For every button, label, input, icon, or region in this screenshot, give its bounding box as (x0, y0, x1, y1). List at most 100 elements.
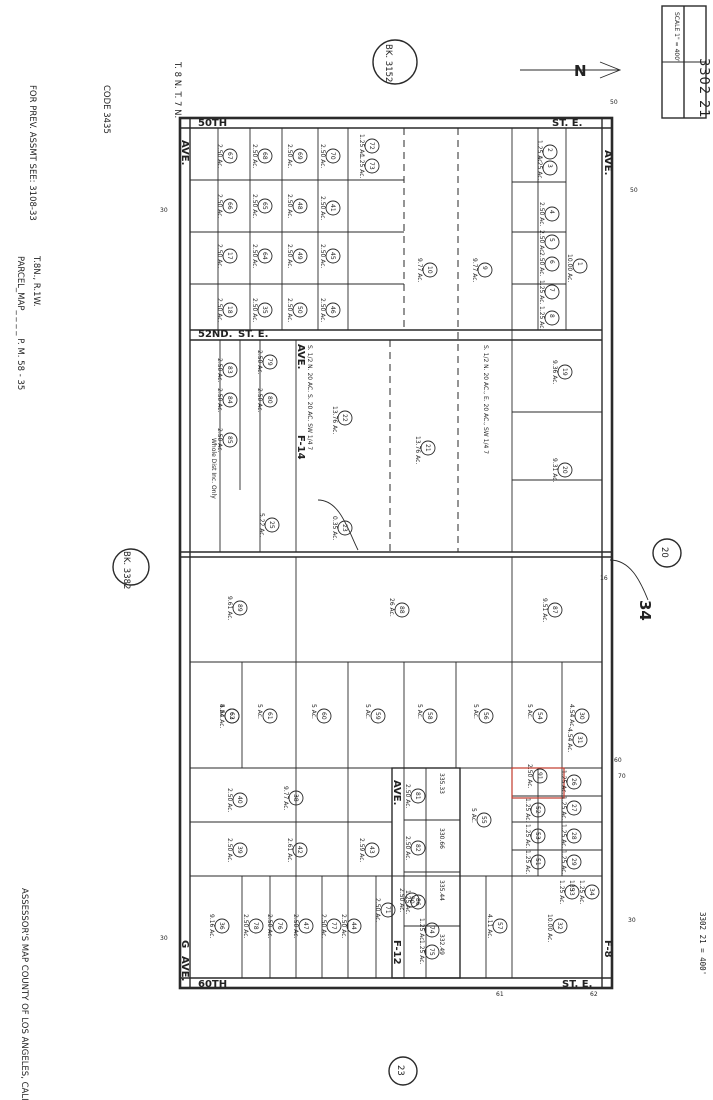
parcel-10[interactable]: 109.77 Ac. (416, 258, 438, 283)
parcel-number: 23 (341, 524, 348, 532)
parcel-43[interactable]: 432.59 Ac. (358, 838, 380, 863)
street-labels: 50TH ST. E. 52ND. ST. E. 60TH ST. E. G A… (179, 118, 613, 990)
parcel-64[interactable]: 642.50 Ac. (251, 244, 273, 269)
parcel-26[interactable]: 261.25 Ac. (560, 770, 582, 795)
parcel-41[interactable]: 412.50 Ac. (319, 196, 341, 221)
parcel-60[interactable]: 605 Ac. (310, 704, 332, 724)
street-52nd-st: ST. E. (238, 329, 268, 340)
parcel-circle (542, 160, 558, 176)
parcel-67[interactable]: 672.50 Ac. (216, 144, 238, 169)
parcel-72[interactable]: 721.25 Ac. (358, 134, 380, 159)
parcel-53[interactable]: 531.25 Ac. (524, 824, 546, 849)
parcel-29[interactable]: 291.25 Ac. (560, 850, 582, 875)
parcel-69[interactable]: 692.50 Ac. (286, 144, 308, 169)
parcel-acreage: 2.50 Ac. (340, 914, 347, 939)
parcel-85[interactable]: 852.50 Ac. (216, 428, 238, 453)
svg-text:330.66: 330.66 (438, 828, 445, 849)
parcel-39[interactable]: 392.50 Ac. (226, 838, 248, 863)
svg-text:34: 34 (636, 600, 654, 621)
parcel-49[interactable]: 492.50 Ac. (286, 244, 308, 269)
parcel-acreage: 1.25 Ac. (560, 850, 567, 875)
parcel-80[interactable]: 802.50 Ac. (256, 388, 278, 413)
parcel-27[interactable]: 271.25 Ac. (560, 796, 582, 821)
parcel-83[interactable]: 832.50 Ac. (216, 358, 238, 383)
parcel-56[interactable]: 565 Ac. (472, 704, 494, 724)
parcel-54[interactable]: 545 Ac. (526, 704, 548, 724)
parcel-31[interactable]: 314.54 Ac. (566, 728, 588, 753)
parcel-82[interactable]: 822.50 Ac. (404, 836, 426, 861)
parcel-48[interactable]: 482.50 Ac. (286, 194, 308, 219)
parcel-19[interactable]: 199.36 Ac. (551, 360, 573, 385)
parcel-71[interactable]: 712.50 Ac. (374, 898, 396, 923)
parcel-55[interactable]: 555 Ac. (470, 808, 492, 828)
parcel-34[interactable]: 341.25 Ac. (578, 880, 600, 905)
parcel-30[interactable]: 304.54 Ac. (568, 704, 590, 729)
parcel-35[interactable]: 352.50 Ac. (251, 298, 273, 323)
parcel-84[interactable]: 842.50 Ac. (216, 388, 238, 413)
parcel-40[interactable]: 402.50 Ac. (226, 788, 248, 813)
parcel-75[interactable]: 751.25 Ac. (418, 940, 440, 965)
parcel-59[interactable]: 595 Ac. (364, 704, 386, 724)
parcel-91[interactable]: 912.50 Ac. (526, 764, 548, 789)
parcel-79[interactable]: 792.50 Ac. (256, 350, 278, 375)
parcel-90[interactable]: 902.50 Ac. (398, 888, 420, 913)
parcel-89[interactable]: 899.61 Ac. (226, 596, 248, 621)
parcel-36[interactable]: 369.16 Ac. (208, 914, 230, 939)
bk-left-circle: BK. 3382 (112, 548, 150, 589)
parcel-65[interactable]: 652.50 Ac. (251, 194, 273, 219)
parcel-28[interactable]: 281.25 Ac. (560, 824, 582, 849)
parcel-circle (542, 144, 558, 160)
parcel-1[interactable]: 110.00 Ac. (566, 254, 588, 282)
parcel-8[interactable]: 81.25 Ac. (538, 306, 560, 331)
parcel-68[interactable]: 682.50 Ac. (251, 144, 273, 169)
parcel-25[interactable]: 255.22 Ac. (258, 513, 280, 538)
parcel-acreage: 2.50 Ac. (216, 244, 223, 269)
parcel-6[interactable]: 62.50 Ac. (538, 252, 560, 277)
parcel-45[interactable]: 452.50 Ac. (319, 244, 341, 269)
parcel-50[interactable]: 502.50 Ac. (286, 298, 308, 323)
parcel-circle (316, 708, 332, 724)
parcel-44[interactable]: 442.50 Ac. (340, 914, 362, 939)
parcel-46[interactable]: 462.50 Ac. (319, 298, 341, 323)
parcel-52[interactable]: 521.25 Ac. (524, 798, 546, 823)
parcel-74[interactable]: 741.25 Ac. (418, 918, 440, 943)
parcel-acreage: 2.50 Ac. (226, 838, 233, 863)
parcel-number: 20 (561, 466, 568, 474)
parcel-51[interactable]: 511.25 Ac. (524, 850, 546, 875)
parcel-20[interactable]: 209.31 Ac. (551, 458, 573, 483)
parcel-77[interactable]: 772.50 Ac. (320, 914, 342, 939)
parcel-3[interactable]: 31.25 Ac. (536, 156, 558, 181)
easement-note-2: S. 1/2 N. 20 AC. S. 20 AC. SW 1/4 7 (306, 345, 313, 450)
parcel-acreage: 2.50 Ac. (251, 194, 258, 219)
parcel-9[interactable]: 99.77 Ac. (471, 258, 493, 283)
parcel-42[interactable]: 422.61 Ac. (286, 838, 308, 863)
parcel-62[interactable]: 624.54 Ac. (218, 704, 240, 729)
parcel-86[interactable]: 861.25 Ac. (404, 890, 426, 915)
parcel-57[interactable]: 574.11 Ac. (486, 914, 508, 939)
parcel-61[interactable]: 615 Ac. (256, 704, 278, 724)
parcel-4[interactable]: 42.50 Ac. (538, 202, 560, 227)
parcel-2[interactable]: 21.25 Ac. (536, 140, 558, 165)
parcel-78[interactable]: 782.50 Ac. (242, 914, 264, 939)
parcel-70[interactable]: 702.50 Ac. (319, 144, 341, 169)
parcel-38[interactable]: 389.77 Ac. (282, 786, 304, 811)
parcel-acreage: 13.76 Ac. (331, 406, 338, 434)
parcel-76[interactable]: 762.50 Ac. (266, 914, 288, 939)
parcel-acreage: 5 Ac. (472, 704, 479, 719)
parcel-87[interactable]: 879.51 Ac. (541, 598, 563, 623)
parcel-23[interactable]: 230.35 Ac. (331, 516, 353, 541)
parcel-81[interactable]: 812.50 Ac. (404, 784, 426, 809)
parcel-73[interactable]: 731.25 Ac. (358, 154, 380, 179)
parcel-5[interactable]: 52.50 Ac. (538, 230, 560, 255)
parcel-33[interactable]: 331.25 Ac. (558, 880, 580, 905)
parcel-7[interactable]: 71.25 Ac. (538, 280, 560, 305)
parcel-47[interactable]: 472.50 Ac. (292, 914, 314, 939)
parcel-18[interactable]: 182.50 Ac. (216, 298, 238, 323)
parcel-17[interactable]: 172.50 Ac. (216, 244, 238, 269)
parcel-66[interactable]: 662.50 Ac. (216, 194, 238, 219)
parcel-58[interactable]: 585 Ac. (416, 704, 438, 724)
